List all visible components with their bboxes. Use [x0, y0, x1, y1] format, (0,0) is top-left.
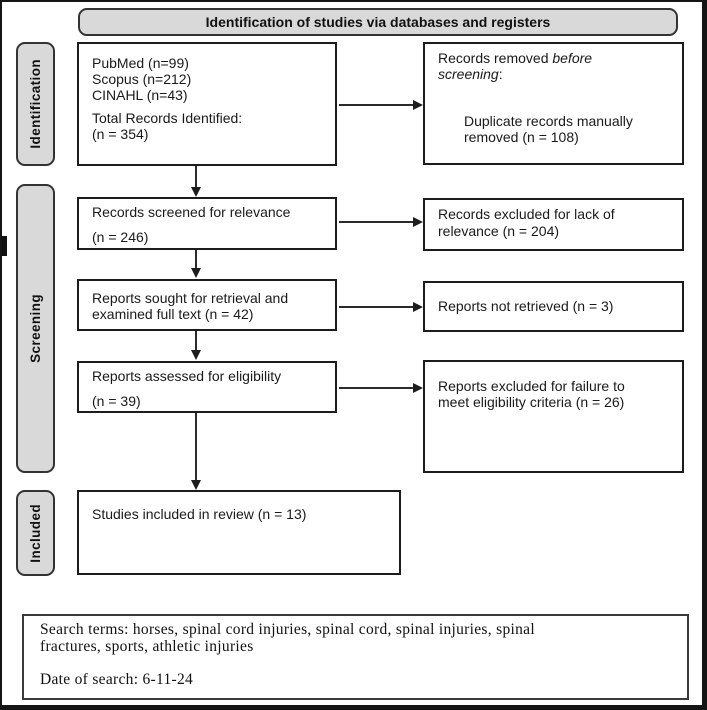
- reports-sought-line2: examined full text (n = 42): [92, 306, 254, 322]
- reports-excluded-box: Reports excluded for failure to meet eli…: [423, 360, 684, 473]
- reports-sought-line1: Reports sought for retrieval and: [92, 290, 289, 306]
- search-terms-line1: Search terms: horses, spinal cord injuri…: [40, 621, 535, 638]
- reports-excluded-line2: meet eligibility criteria (n = 26): [438, 394, 625, 410]
- stage-label-identification: Identification: [28, 59, 43, 149]
- reports-not-retrieved-box: Reports not retrieved (n = 3): [423, 281, 684, 332]
- sources-line-scopus: Scopus (n=212): [92, 71, 192, 87]
- date-of-search: Date of search: 6-11-24: [40, 671, 194, 688]
- diagram-title: Identification of studies via databases …: [205, 14, 551, 30]
- stage-label-included: Included: [28, 503, 43, 563]
- stage-panel-identification: Identification: [16, 42, 55, 166]
- stage-panel-screening: Screening: [16, 184, 55, 473]
- reports-excluded-line1: Reports excluded for failure to: [438, 378, 625, 394]
- duplicates-removed-text: Duplicate records manually removed (n = …: [464, 113, 674, 145]
- records-screened-box: Records screened for relevance (n = 246): [77, 197, 337, 250]
- reports-assessed-line1: Reports assessed for eligibility: [92, 368, 282, 384]
- stage-label-screening: Screening: [28, 294, 43, 363]
- studies-included-box: Studies included in review (n = 13): [77, 490, 401, 575]
- records-removed-heading: Records removed before: [438, 50, 674, 66]
- records-removed-heading-line2: screening:: [438, 66, 674, 82]
- duplicates-line2: removed (n = 108): [464, 129, 579, 145]
- records-screened-line1: Records screened for relevance: [92, 204, 291, 220]
- stage-panel-included: Included: [16, 490, 55, 576]
- reports-not-retrieved-line1: Reports not retrieved (n = 3): [438, 298, 614, 314]
- records-excluded-box: Records excluded for lack of relevance (…: [423, 198, 684, 251]
- records-screened-count: (n = 246): [92, 229, 149, 245]
- records-removed-text: Records removed: [438, 50, 553, 66]
- reports-assessed-box: Reports assessed for eligibility (n = 39…: [77, 361, 337, 413]
- records-removed-italic-screening: screening: [438, 66, 499, 82]
- records-removed-box: Records removed before screening: Duplic…: [423, 42, 684, 165]
- sources-total-label: Total Records Identified:: [92, 110, 243, 126]
- frame-mark: [2, 236, 7, 256]
- records-excluded-line2: relevance (n = 204): [438, 223, 560, 239]
- title-bar: Identification of studies via databases …: [78, 8, 678, 36]
- sources-total-count: (n = 354): [92, 126, 149, 142]
- studies-included-line1: Studies included in review (n = 13): [92, 506, 307, 522]
- reports-sought-box: Reports sought for retrieval and examine…: [77, 279, 337, 331]
- records-removed-colon: :: [498, 66, 503, 82]
- sources-line-cinahl: CINAHL (n=43): [92, 87, 188, 103]
- spacer: [92, 103, 325, 110]
- search-terms-line2: fractures, sports, athletic injuries: [40, 638, 254, 655]
- sources-line-pubmed: PubMed (n=99): [92, 55, 189, 71]
- records-removed-italic-before: before: [552, 50, 593, 66]
- search-terms-box: Search terms: horses, spinal cord injuri…: [22, 614, 689, 700]
- records-excluded-line1: Records excluded for lack of: [438, 206, 615, 222]
- sources-box: PubMed (n=99) Scopus (n=212) CINAHL (n=4…: [77, 42, 337, 166]
- duplicates-line1: Duplicate records manually: [464, 113, 633, 129]
- reports-assessed-count: (n = 39): [92, 393, 141, 409]
